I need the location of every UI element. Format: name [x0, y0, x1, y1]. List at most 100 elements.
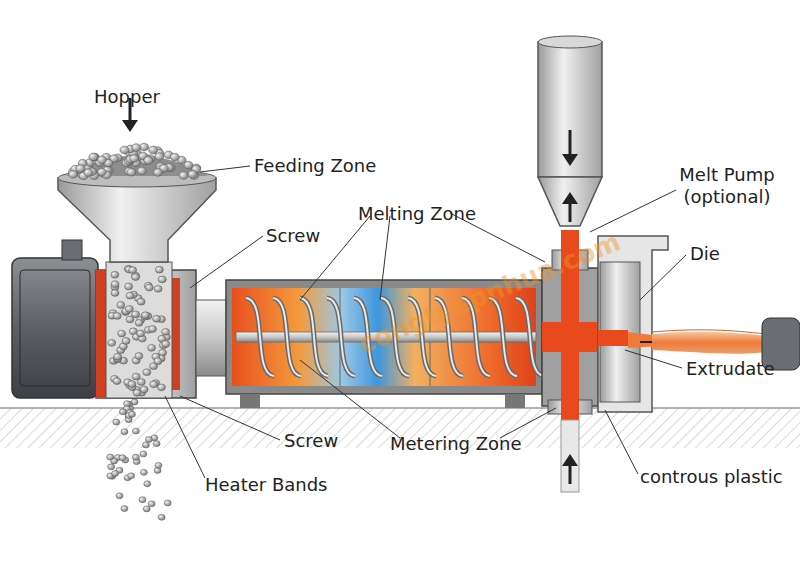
- screw-flight-highlight: [273, 298, 301, 376]
- plastic-pellet: [154, 285, 162, 292]
- plastic-pellet: [155, 462, 162, 468]
- plastic-pellet: [128, 473, 135, 479]
- plastic-pellet: [140, 143, 149, 151]
- callout-label: Screw: [266, 225, 320, 247]
- plastic-pellet: [153, 441, 160, 447]
- plastic-pellet: [145, 284, 153, 291]
- plastic-pellet: [119, 409, 126, 415]
- plastic-pellet: [114, 353, 122, 360]
- plastic-pellet: [135, 353, 143, 360]
- plastic-pellet: [153, 169, 162, 177]
- screw-flight: [300, 298, 328, 376]
- callout-label: Melting Zone: [358, 203, 476, 225]
- plastic-pellet: [97, 156, 106, 164]
- plastic-pellet: [143, 506, 150, 512]
- plastic-pellet: [140, 469, 147, 475]
- plastic-pellet: [150, 381, 158, 388]
- plastic-pellet: [132, 274, 140, 281]
- plastic-pellet: [132, 144, 141, 152]
- plastic-pellet: [108, 464, 115, 470]
- screw-flight-highlight: [327, 298, 355, 376]
- plastic-pellet: [76, 165, 85, 173]
- plastic-pellet: [132, 454, 139, 460]
- plastic-pellet: [143, 369, 151, 376]
- screw-flight: [489, 298, 517, 376]
- plastic-pellet: [89, 154, 98, 162]
- plastic-pellet: [141, 312, 149, 319]
- plastic-pellet: [125, 283, 133, 290]
- plastic-pellet: [158, 276, 166, 283]
- callout-label: Metering Zone: [390, 433, 522, 455]
- plastic-pellet: [113, 313, 121, 320]
- plastic-pellet: [113, 419, 120, 425]
- plastic-pellet: [162, 341, 170, 348]
- callout-label: Screw: [284, 430, 338, 452]
- callout-label: Feeding Zone: [254, 155, 376, 177]
- plastic-pellet: [129, 267, 137, 274]
- plastic-pellet: [122, 338, 130, 345]
- plastic-pellet: [121, 506, 128, 512]
- plastic-pellet: [125, 306, 133, 313]
- screw-flight: [273, 298, 301, 376]
- plastic-pellet: [132, 428, 139, 434]
- plastic-pellet: [164, 500, 171, 506]
- plastic-pellet: [112, 471, 119, 477]
- plastic-pellet: [140, 386, 148, 393]
- screw-flight-highlight: [489, 298, 517, 376]
- plastic-pellet: [155, 266, 163, 273]
- plastic-pellet: [117, 302, 125, 309]
- callout-label: Extrudate: [686, 358, 774, 380]
- plastic-pellet: [139, 497, 146, 503]
- screw-flight: [327, 298, 355, 376]
- screw-flight-highlight: [516, 298, 544, 376]
- plastic-pellet: [144, 157, 153, 165]
- plastic-pellet: [144, 481, 151, 487]
- plastic-pellet: [188, 170, 197, 178]
- plastic-pellet: [108, 339, 116, 346]
- plastic-pellet: [126, 292, 134, 299]
- screw-flight: [246, 298, 274, 376]
- plastic-pellet: [111, 271, 119, 278]
- plastic-pellet: [128, 411, 135, 417]
- plastic-pellet: [113, 378, 121, 385]
- callout-label: Die: [690, 243, 720, 265]
- plastic-pellet: [155, 153, 164, 161]
- plastic-pellet: [111, 281, 119, 288]
- plastic-pellet: [154, 358, 162, 365]
- plastic-pellet: [140, 451, 147, 457]
- plastic-pellet: [120, 146, 129, 154]
- plastic-pellet: [179, 172, 188, 180]
- plastic-pellet: [145, 437, 152, 443]
- plastic-pellet: [116, 493, 123, 499]
- plastic-pellet: [97, 168, 106, 176]
- plastic-pellet: [137, 167, 146, 175]
- plastic-pellet: [142, 442, 149, 448]
- plastic-pellet: [121, 429, 128, 435]
- plastic-pellet: [153, 315, 161, 322]
- plastic-pellet: [137, 330, 145, 337]
- plastic-pellet: [170, 153, 179, 161]
- callout-label: controus plastic: [640, 466, 783, 488]
- plastic-pellet: [118, 330, 126, 337]
- plastic-pellet: [135, 319, 143, 326]
- plastic-pellet: [157, 384, 165, 391]
- plastic-pellet: [144, 156, 153, 164]
- plastic-pellet: [111, 290, 119, 297]
- plastic-pellet: [107, 454, 114, 460]
- callout-label: Melt Pump (optional): [652, 164, 800, 208]
- plastic-pellet: [158, 514, 165, 520]
- plastic-pellet: [89, 153, 98, 161]
- screw-flight-highlight: [300, 298, 328, 376]
- screw-flight: [516, 298, 544, 376]
- callout-label: Heater Bands: [205, 474, 327, 496]
- plastic-pellet: [148, 501, 155, 507]
- plastic-pellet: [84, 169, 93, 177]
- plastic-pellet: [148, 344, 156, 351]
- plastic-pellet: [137, 298, 145, 305]
- plastic-pellet: [126, 316, 134, 323]
- plastic-pellet: [119, 455, 126, 461]
- plastic-pellet: [149, 146, 158, 154]
- plastic-pellet: [148, 326, 156, 333]
- plastic-pellet: [128, 381, 136, 388]
